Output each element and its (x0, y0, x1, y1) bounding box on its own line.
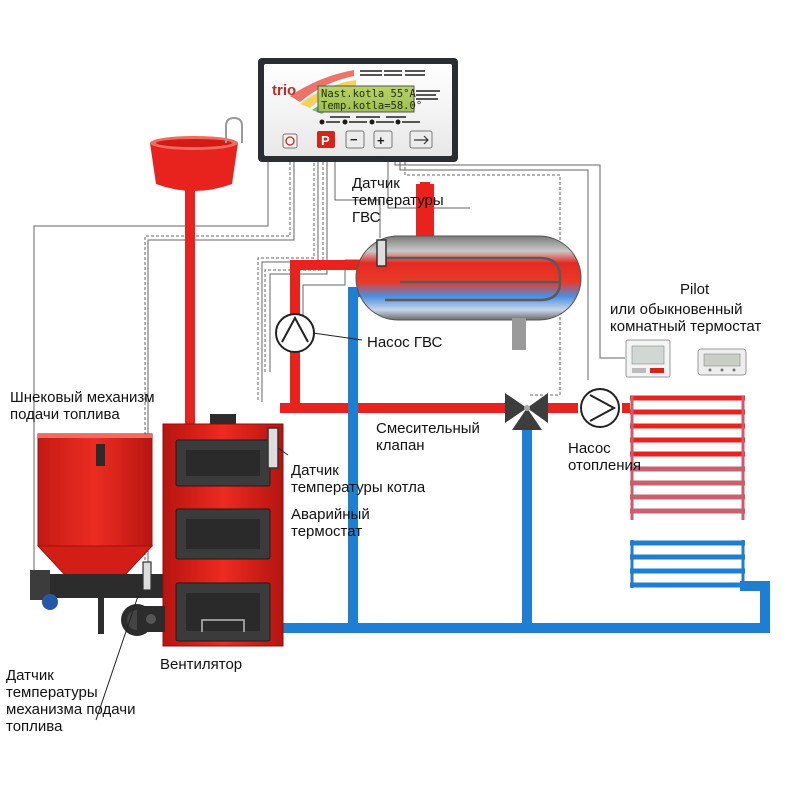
label-pilot: Pilot (680, 281, 710, 298)
minus-button[interactable] (345, 130, 365, 149)
status-leds (319, 119, 420, 125)
fuel-hopper (36, 433, 154, 586)
fuel-tray (150, 116, 243, 191)
dhw-tank (355, 184, 582, 350)
p-button-label: P (321, 133, 330, 148)
label-mixing-valve: Смесительный клапан (376, 420, 480, 454)
power-button[interactable] (282, 133, 298, 149)
lcd-line-2: Temp.kotla=58.0° (321, 100, 422, 112)
label-boiler-sensor: Датчик температуры котла (291, 462, 426, 496)
lcd-display (317, 85, 415, 113)
lcd-line-1: Nast.kotla 55°A (321, 88, 417, 100)
label-heating-pump: Насос отопления (568, 440, 642, 474)
controller-brand: trio (272, 82, 296, 99)
radiator (630, 395, 745, 588)
label-room-thermostat: или обыкновенный комнатный термостат (610, 301, 762, 335)
dhw-pump (275, 313, 315, 353)
heating-pump (580, 388, 620, 428)
mixing-valve (505, 393, 548, 430)
label-auger: Шнековый механизм подачи топлива (10, 389, 155, 423)
room-thermostat (697, 348, 747, 376)
label-fan: Вентилятор (160, 656, 243, 673)
plus-button-label: + (377, 133, 385, 148)
label-dhw-sensor: Датчик температуры ГВС (352, 175, 444, 226)
supply-pipes (185, 182, 630, 430)
pointer-lines (95, 447, 289, 721)
label-feeder-sensor: Датчик температуры механизма подачи топл… (6, 667, 136, 735)
auger-feeder (30, 561, 168, 634)
label-dhw-pump: Насос ГВС (367, 334, 443, 351)
label-emergency-thermostat: Аварийный термостат (291, 506, 370, 540)
fan (121, 604, 165, 636)
minus-button-label: − (350, 132, 358, 147)
pilot-device (625, 339, 671, 378)
plus-button[interactable] (373, 130, 393, 149)
controller-unit: trio Nast.kotla 55°A Temp.kotla=58.0° P … (258, 58, 458, 162)
p-button[interactable] (317, 131, 335, 148)
boiler (162, 414, 284, 647)
